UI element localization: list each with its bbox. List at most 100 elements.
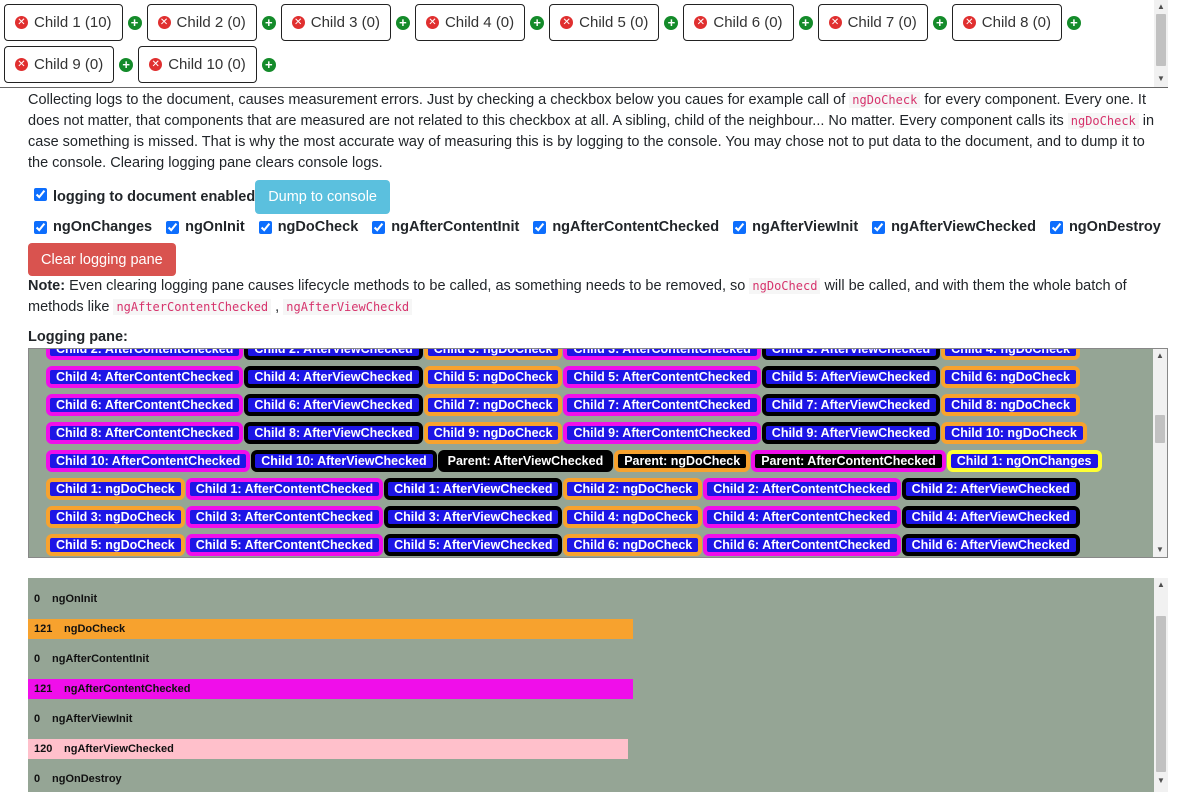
hook-label: ngOnInit — [185, 219, 245, 235]
log-entry: Child 6: AfterContentChecked — [46, 394, 244, 416]
scroll-down-arrow-icon[interactable]: ▼ — [1157, 776, 1165, 785]
tabs-scrollbar[interactable]: ▲ ▼ — [1154, 0, 1168, 87]
child-tab[interactable]: ✕Child 5 (0) — [549, 4, 660, 41]
note-code-1: ngDoChecd — [749, 278, 821, 294]
hook-checkbox[interactable] — [258, 220, 272, 234]
remove-child-icon[interactable]: ✕ — [694, 16, 708, 29]
child-tab[interactable]: ✕Child 8 (0) — [951, 4, 1062, 41]
logging-pane-title: Logging pane: — [28, 329, 128, 345]
log-entry: Parent: AfterContentChecked — [751, 450, 946, 472]
remove-child-icon[interactable]: ✕ — [828, 16, 842, 29]
stats-scrollbar[interactable]: ▲ ▼ — [1154, 578, 1168, 792]
hook-checkboxes-row: ngOnChanges ngOnInit ngDoCheck ngAfterConte… — [28, 216, 1169, 238]
add-child-icon[interactable]: + — [932, 15, 947, 30]
log-entry: Child 1: AfterViewChecked — [384, 478, 563, 500]
hook-label: ngAfterContentChecked — [552, 219, 720, 235]
log-pane-scrollbar[interactable]: ▲ ▼ — [1153, 349, 1167, 557]
child-tab[interactable]: ✕Child 2 (0) — [146, 4, 257, 41]
note-part-1: Even clearing logging pane causes lifecy… — [65, 278, 750, 294]
hook-toggle-ngoninit[interactable]: ngOnInit — [160, 219, 245, 235]
hook-toggle-ngafterviewinit[interactable]: ngAfterViewInit — [727, 219, 858, 235]
log-entry: Child 8: AfterViewChecked — [244, 422, 423, 444]
child-tab-label: Child 7 (0) — [847, 14, 917, 31]
hook-toggle-ngonchanges[interactable]: ngOnChanges — [28, 219, 152, 235]
hook-toggle-ngondestroy[interactable]: ngOnDestroy — [1044, 219, 1161, 235]
note-part-2: will be called, and with them the whole … — [28, 278, 1127, 315]
child-tab-group: ✕Child 10 (0) + — [138, 46, 281, 83]
log-entry: Child 3: AfterViewChecked — [761, 349, 941, 360]
scroll-thumb[interactable] — [1155, 415, 1165, 443]
hook-toggle-ngaftercontentchecked[interactable]: ngAfterContentChecked — [527, 219, 719, 235]
log-enable-row: logging to document enabled Dump to cons… — [28, 180, 390, 214]
scroll-down-arrow-icon[interactable]: ▼ — [1156, 545, 1164, 554]
log-entry: Child 3: ngDoCheck — [46, 506, 185, 528]
intro-code-1: ngDoCheck — [849, 92, 921, 108]
scroll-thumb[interactable] — [1156, 616, 1166, 772]
log-entry: Child 1: AfterContentChecked — [185, 478, 384, 500]
scroll-up-arrow-icon[interactable]: ▲ — [1157, 2, 1165, 11]
clear-logging-pane-button[interactable]: Clear logging pane — [28, 243, 176, 276]
remove-child-icon[interactable]: ✕ — [15, 16, 28, 29]
scroll-up-arrow-icon[interactable]: ▲ — [1157, 580, 1165, 589]
stat-name: ngAfterContentChecked — [64, 683, 191, 695]
note-text: Note: Even clearing logging pane causes … — [28, 276, 1160, 318]
remove-child-icon[interactable]: ✕ — [560, 16, 574, 29]
log-entry: Child 1: ngDoCheck — [46, 478, 185, 500]
log-entry: Child 6: AfterViewChecked — [901, 534, 1080, 556]
add-child-icon[interactable]: + — [798, 15, 813, 30]
child-tab-group: ✕Child 8 (0) + — [951, 4, 1086, 41]
child-tab[interactable]: ✕Child 6 (0) — [683, 4, 794, 41]
add-child-icon[interactable]: + — [127, 15, 142, 30]
log-enable-checkbox[interactable] — [34, 187, 47, 201]
hook-checkbox[interactable] — [1049, 220, 1063, 234]
child-tab[interactable]: ✕Child 1 (10) — [4, 4, 123, 41]
hook-checkbox[interactable] — [733, 220, 747, 234]
remove-child-icon[interactable]: ✕ — [15, 58, 28, 71]
scroll-down-arrow-icon[interactable]: ▼ — [1157, 74, 1165, 83]
log-entry: Child 10: AfterViewChecked — [251, 450, 437, 472]
stat-count: 0 — [34, 713, 41, 725]
child-tabs-bar: ✕Child 1 (10) + ✕Child 2 (0) + ✕Child 3 (0) +… — [0, 0, 1168, 88]
hook-checkbox[interactable] — [533, 220, 547, 234]
remove-child-icon[interactable]: ✕ — [157, 16, 171, 29]
remove-child-icon[interactable]: ✕ — [962, 16, 976, 29]
add-child-icon[interactable]: + — [261, 57, 276, 72]
stat-bar — [28, 679, 633, 699]
add-child-icon[interactable]: + — [530, 15, 545, 30]
child-tab[interactable]: ✕Child 9 (0) — [4, 46, 115, 83]
scroll-up-arrow-icon[interactable]: ▲ — [1156, 351, 1164, 360]
remove-child-icon[interactable]: ✕ — [425, 16, 439, 29]
remove-child-icon[interactable]: ✕ — [149, 58, 163, 71]
add-child-icon[interactable]: + — [119, 57, 134, 72]
hook-toggle-ngdocheck[interactable]: ngDoCheck — [253, 219, 358, 235]
add-child-icon[interactable]: + — [261, 15, 276, 30]
hook-toggle-ngaftercontentinit[interactable]: ngAfterContentInit — [366, 219, 519, 235]
add-child-icon[interactable]: + — [1066, 15, 1081, 30]
remove-child-icon[interactable]: ✕ — [291, 16, 305, 29]
add-child-icon[interactable]: + — [664, 15, 679, 30]
child-tab[interactable]: ✕Child 10 (0) — [138, 46, 257, 83]
hook-checkbox[interactable] — [34, 220, 47, 234]
child-tab[interactable]: ✕ Child 7 (0) — [817, 4, 928, 41]
intro-text: Collecting logs to the document, causes … — [28, 90, 1160, 174]
hook-toggle-ngafterviewchecked[interactable]: ngAfterViewChecked — [866, 219, 1036, 235]
hook-label: ngAfterViewChecked — [891, 219, 1036, 235]
stat-count: 120 — [34, 743, 53, 755]
log-entry: Child 2: AfterViewChecked — [244, 349, 423, 360]
scroll-thumb[interactable] — [1156, 14, 1166, 66]
child-tab[interactable]: ✕Child 3 (0) — [280, 4, 391, 41]
note-separator: , — [271, 299, 284, 315]
hook-checkbox[interactable] — [872, 220, 886, 234]
hook-checkbox[interactable] — [166, 220, 180, 234]
add-child-icon[interactable]: + — [395, 15, 410, 30]
log-entry: Child 5: ngDoCheck — [423, 366, 563, 388]
intro-code-2: ngDoCheck — [1067, 113, 1139, 129]
child-tab[interactable]: ✕Child 4 (0) — [414, 4, 526, 41]
log-entry: Child 10: ngDoCheck — [941, 422, 1087, 444]
hook-checkbox[interactable] — [372, 220, 386, 234]
dump-to-console-button[interactable]: Dump to console — [255, 180, 390, 214]
